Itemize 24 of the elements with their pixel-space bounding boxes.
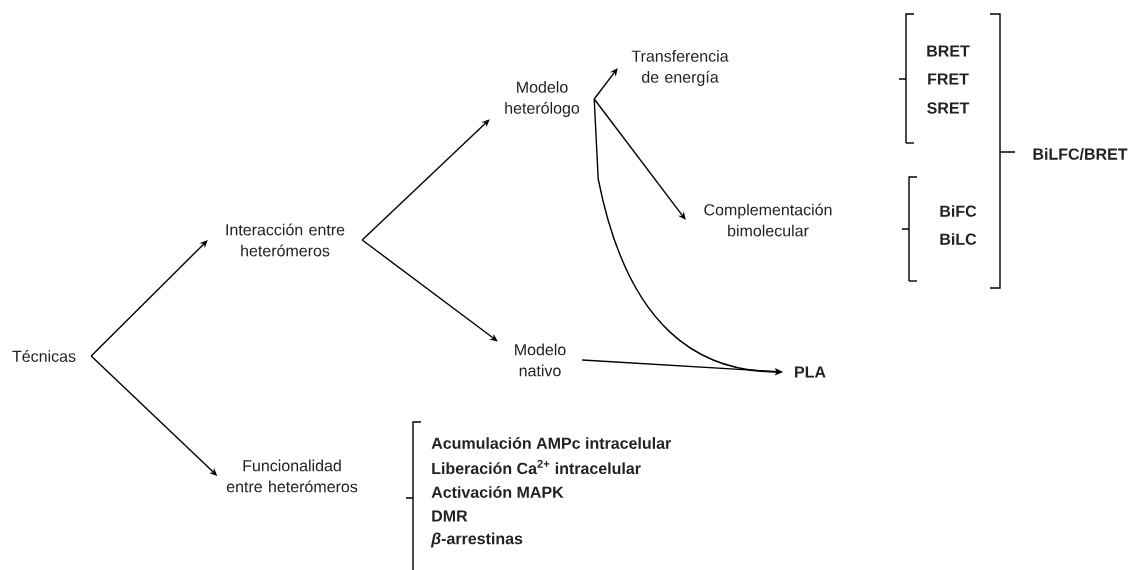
method-label: Acumulación AMPc intracelular bbox=[431, 437, 671, 449]
node-label: Funcionalidad entre heterómeros bbox=[226, 459, 358, 493]
arrow bbox=[361, 119, 490, 241]
arrow bbox=[90, 240, 208, 357]
node-label: Modelo nativo bbox=[515, 343, 566, 377]
node-label: Transferencia de energía bbox=[631, 50, 729, 86]
node-label: PLA bbox=[795, 366, 826, 378]
node-label: Técnicas bbox=[12, 350, 76, 362]
arrow bbox=[593, 98, 686, 220]
method-label: Liberación Ca$^{2+}$ intracelular bbox=[432, 459, 641, 475]
arrow bbox=[361, 239, 498, 342]
method-label: Activación MAPK bbox=[431, 486, 564, 498]
method-label: BRET bbox=[927, 45, 970, 57]
method-label: BiLFC/BRET bbox=[1033, 148, 1128, 160]
method-label: DMR bbox=[432, 510, 468, 522]
node-label: Complementación bimolecular bbox=[704, 203, 832, 237]
method-label: FRET bbox=[928, 73, 969, 85]
node-label: Modelo heterólogo bbox=[505, 81, 580, 117]
method-label: BiLC bbox=[940, 233, 977, 245]
arrow bbox=[593, 68, 618, 100]
method-label: BiFC bbox=[940, 205, 977, 217]
method-label: SRET bbox=[927, 102, 970, 114]
method-label: β-arrestinas bbox=[430, 532, 523, 548]
node-label: Interacción entre heterómeros bbox=[226, 223, 345, 257]
